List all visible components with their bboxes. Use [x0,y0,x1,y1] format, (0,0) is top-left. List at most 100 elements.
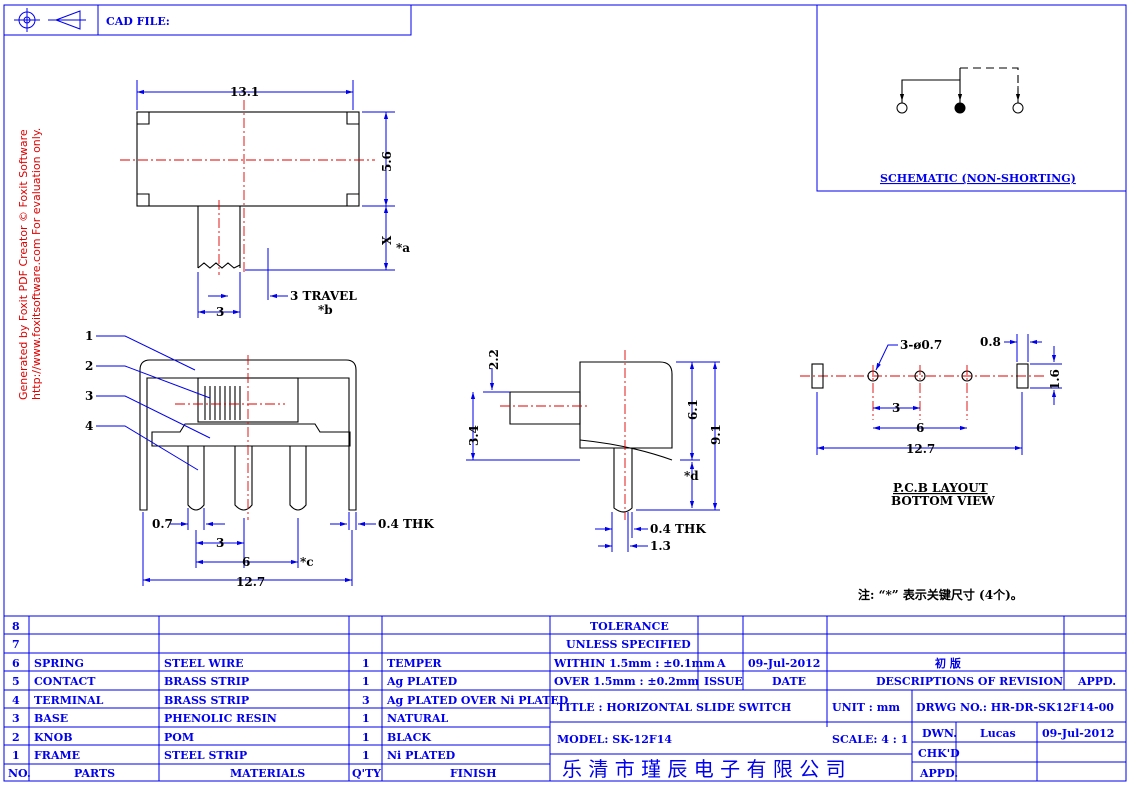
schematic-panel: SCHEMATIC (NON-SHORTING) [816,4,1127,192]
revision-text: 初 版 [935,656,961,670]
bom-cell-material: POM [164,731,194,744]
dim-thk-0-4: 0.4 THK [378,517,434,531]
tolerance-within: WITHIN 1.5mm : ±0.1mm [553,657,715,670]
appd2-label: APPD. [919,767,958,780]
watermark-line1: Generated by Foxit PDF Creator © Foxit S… [17,129,30,400]
pcb-dim-3: 3 [892,401,900,415]
chkd-label: CHK'D [918,747,960,760]
bom-header-qty: Q'TY [352,767,381,780]
pcb-layout: 3-ø0.7 0.8 1.6 3 6 12.7 P.C.B LAYOUT BOT… [800,334,1062,508]
pcb-label-2: BOTTOM VIEW [891,494,995,508]
bom-header-finish: FINISH [450,767,497,780]
bom-cell-no: 3 [12,712,20,725]
pcb-dim-12-7: 12.7 [906,442,935,456]
top-view: 13.1 5.6 X *a 3 3 TRAVEL *b [120,80,410,319]
dim-x: X [380,235,394,245]
company-name: 乐 清 市 瑾 辰 电 子 有 限 公 司 [562,757,846,781]
dwn-name: Lucas [980,727,1016,740]
issue-date: 09-Jul-2012 [748,657,820,670]
dim-pin-0-7: 0.7 [152,517,173,531]
cad-file-label: CAD FILE: [106,15,170,28]
key-dimension-note: 注: “*” 表示关键尺寸 (4个)。 [858,587,1023,602]
dwn-label: DWN. [922,727,957,740]
bom-cell-no: 8 [12,620,20,633]
scale-text: SCALE: 4 : 1 [832,733,908,746]
dim-travel: 3 TRAVEL [290,289,357,303]
watermark-line2: http://www.foxitsoftware.com For evaluat… [30,128,43,400]
bom-cell-finish: NATURAL [387,712,448,725]
bom-cell-no: 6 [12,657,20,670]
bom-cell-material: STEEL WIRE [164,657,244,670]
projection-symbol-icon [14,8,86,32]
bom-cell-material: BRASS STRIP [164,694,249,707]
bom-cell-qty: 1 [362,712,370,725]
issue-label: ISSUE [704,675,743,688]
dim-slot-1-6: 1.6 [1048,369,1062,390]
bom-cell-no: 4 [12,694,20,707]
issue-value: A [716,657,726,670]
bom-cell-finish: Ag PLATED [386,675,458,688]
bom-header-parts: PARTS [74,767,115,780]
bom-cell-qty: 1 [362,675,370,688]
bom-header: NO. PARTS MATERIALS Q'TY FINISH [8,767,497,780]
title-block: TOLERANCE UNLESS SPECIFIED WITHIN 1.5mm … [549,615,1127,782]
bom-cell-part: TERMINAL [34,694,104,707]
header-box: CAD FILE: [3,4,412,36]
bom-cell-part: CONTACT [34,675,96,688]
bom-cell-qty: 1 [362,731,370,744]
watermark: Generated by Foxit PDF Creator © Foxit S… [17,128,43,400]
side-view: 2.2 3.4 6.1 9.1 *d 0.4 THK 1.3 [466,349,723,553]
schematic-label: SCHEMATIC (NON-SHORTING) [880,172,1076,185]
title-text: TITLE : HORIZONTAL SLIDE SWITCH [557,701,791,714]
bom-header-materials: MATERIALS [230,767,305,780]
front-view: 1 2 3 4 0.7 0.4 THK 3 6 *c 12.7 [85,329,434,589]
note-c: *c [300,555,314,569]
pcb-dim-6: 6 [916,421,924,435]
dim-pitch-3: 3 [216,536,224,550]
bom-table [3,615,551,782]
dim-3-4: 3.4 [467,425,481,446]
bom-cell-qty: 1 [362,749,370,762]
callout-2: 2 [85,359,93,373]
dim-2-2: 2.2 [487,349,501,370]
dim-1-3: 1.3 [650,539,671,553]
dim-13-1: 13.1 [230,85,259,99]
callout-1: 1 [85,329,93,343]
bom-cell-no: 1 [12,749,20,762]
dim-knob-3: 3 [216,305,224,319]
note-d: *d [684,469,699,483]
appd-label: APPD. [1077,675,1116,688]
bom-cell-finish: Ni PLATED [387,749,456,762]
note-b: *b [318,303,333,317]
bom-cell-finish: Ag PLATED OVER Ni PLATED [386,694,569,707]
drwg-number: DRWG NO.: HR-DR-SK12F14-00 [916,701,1114,714]
dim-holes: 3-ø0.7 [900,338,942,352]
model-text: MODEL: SK-12F14 [557,733,672,746]
dim-slot-0-8: 0.8 [980,335,1001,349]
bom-cell-material: BRASS STRIP [164,675,249,688]
tolerance-2: UNLESS SPECIFIED [566,638,691,651]
bom-cell-material: STEEL STRIP [164,749,247,762]
bom-cell-finish: TEMPER [387,657,442,670]
bom-cell-finish: BLACK [387,731,431,744]
bom-cell-no: 5 [12,675,20,688]
dim-9-1: 9.1 [709,424,723,445]
dwn-date: 09-Jul-2012 [1042,727,1114,740]
unit-text: UNIT : mm [832,701,900,714]
dim-span-6: 6 [242,555,250,569]
dim-6-1: 6.1 [686,399,700,420]
tolerance-over: OVER 1.5mm : ±0.2mm [554,675,699,688]
note-a: *a [396,241,410,255]
bom-cell-part: KNOB [34,731,73,744]
bom-cell-part: BASE [34,712,68,725]
dim-side-thk: 0.4 THK [650,522,706,536]
bom-cell-qty: 1 [362,657,370,670]
callout-4: 4 [85,419,93,433]
bom-cell-part: SPRING [34,657,84,670]
bom-cell-qty: 3 [362,694,370,707]
pcb-label-1: P.C.B LAYOUT [893,481,988,495]
bom-cell-part: FRAME [34,749,80,762]
tolerance-1: TOLERANCE [590,620,669,633]
